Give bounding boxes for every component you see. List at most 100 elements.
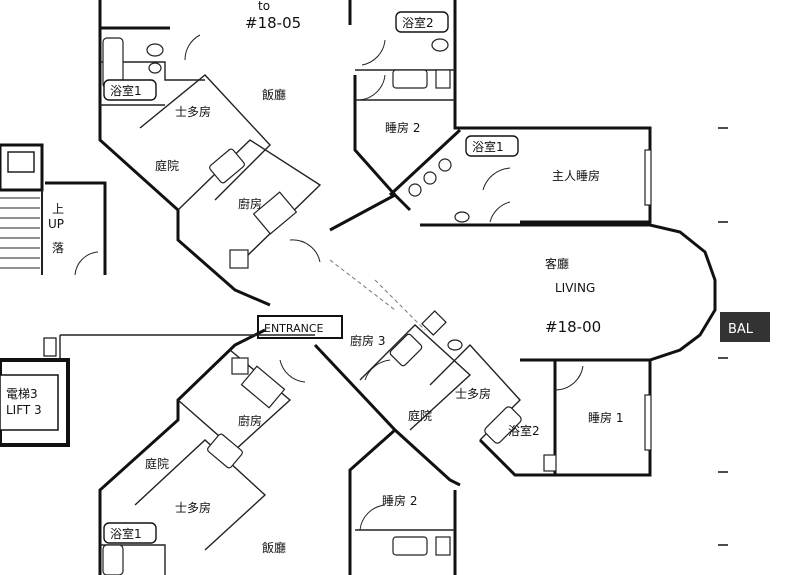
partition-bath-bottom [100,544,166,575]
window-bed1 [644,394,652,451]
master-bath-fix3 [438,158,452,172]
door-arc-3 [359,74,386,101]
basin-top-left [148,62,162,74]
room-yard-bottom: 庭院 [145,456,169,471]
stair-wall [45,181,107,275]
unit-main: 客廳 LIVING #18-00 BAL ENTRANCE 廚房 3 [257,193,770,362]
tag-bath-master [465,135,519,157]
room-kitchen-top: 廚房 [238,196,262,211]
shaft-top-bath2 [435,69,451,89]
door-arc-10 [359,504,386,531]
basin-bottom-bed2 [392,536,428,556]
partition-yard-mid [359,324,472,431]
room-living: 客廳 [545,256,569,271]
shaft-bottom [231,357,249,375]
partition-bath1 [100,61,205,81]
lift-button [43,337,57,357]
wall-living-diag [329,193,396,232]
room-bath1-top: 浴室1 [110,83,142,98]
room-maid-mid: 士多房 [455,386,491,401]
edge-ticks [718,127,728,546]
room-maid-top: 士多房 [175,104,211,119]
stair-down-cn: 落 [52,241,64,255]
balcony-label: BAL [728,322,754,337]
master-bath-fix2 [423,171,437,185]
room-bath2-mid: 浴室2 [508,423,540,438]
room-bed2-bottom: 睡房 2 [382,493,417,508]
shaft-bottom-bed2 [435,536,451,556]
stair-door-arc [74,251,99,276]
master-toilet [454,211,470,223]
room-bed2-top: 睡房 2 [385,120,420,135]
room-bed1: 睡房 1 [588,410,623,425]
door-arc-8 [364,359,391,381]
room-kitchen-mid: 廚房 3 [350,333,385,348]
door-arc-5 [489,201,511,223]
room-master-bed: 主人睡房 [552,168,600,183]
unit-mid: 庭院 士多房 浴室2 睡房 1 [313,310,652,487]
mid-shaft2 [543,454,557,472]
unit-top-prefix: to [258,0,270,13]
door-arc-1 [184,34,201,61]
door-arc-6 [289,239,321,263]
unit-bottom: 廚房 庭院 士多房 浴室1 睡房 2 飯廳 [59,328,457,575]
window-master [644,149,652,206]
room-dining-top: 飯廳 [262,87,286,102]
stair-treads [0,190,43,275]
master-bath-fix1 [408,183,422,197]
room-yard-top: 庭院 [155,158,179,173]
tag-bath2-top [395,11,449,33]
wall-living-curve [520,223,717,362]
unit-top-number: #18-05 [245,14,301,32]
entrance-label: ENTRANCE [264,322,324,335]
wall-master-bed [453,0,652,224]
partition-maid-bottom [134,439,267,551]
wall-master-bath-diag [388,128,462,197]
toilet-top-left [146,43,164,57]
stair-box [0,143,44,192]
door-arc-9 [279,359,306,383]
unit-main-number: #18-00 [545,318,601,336]
dash-1 [329,259,396,311]
lift-shaft [0,358,70,447]
balcony-tag [720,312,770,342]
wall-top-left [98,0,271,307]
room-yard-mid: 庭院 [408,408,432,423]
room-living-en: LIVING [555,281,595,295]
lift-car [0,374,59,431]
stove-bottom [240,365,286,409]
bathtub-bottom [102,544,124,575]
tag-bath-bottom [103,522,157,544]
mid-toilet [447,339,463,351]
door-arc-7 [554,365,584,391]
room-dining-bottom: 飯廳 [262,540,286,555]
stair-inner [7,151,35,173]
room-bath-bottom: 浴室1 [110,526,142,541]
unit-top: to #18-05 浴室2 浴室1 士多房 飯廳 睡房 2 庭院 廚房 浴室1 … [98,0,652,307]
lift-cn: 電梯3 [6,387,38,401]
core: 上 UP 落 電梯3 LIFT 3 [0,143,107,447]
mid-basin [389,333,423,367]
room-bath2-top: 浴室2 [402,15,434,30]
stove-top-kitchen [252,191,298,235]
entrance-tag [257,315,343,339]
shaft-top-kitchen [229,249,249,269]
dash-2 [374,279,426,331]
room-kitchen-bottom: 廚房 [238,413,262,428]
wall-top-bed2 [353,75,412,212]
wall-bottom-left [98,328,266,575]
door-arc-2 [361,39,386,66]
stair-up-en: UP [48,217,64,231]
basin-top-bath2 [392,69,428,89]
mid-bathtub [484,406,522,444]
mid-shaft [421,310,447,336]
toilet-top-bath2 [431,38,449,52]
room-maid-bottom: 士多房 [175,500,211,515]
tag-bath1-top [103,79,157,101]
wall-bed2-bottom [348,428,396,575]
sink-top-kitchen [209,148,245,184]
sink-bottom [207,433,243,469]
stair-up-cn: 上 [52,202,64,216]
door-arc-4 [482,167,511,191]
